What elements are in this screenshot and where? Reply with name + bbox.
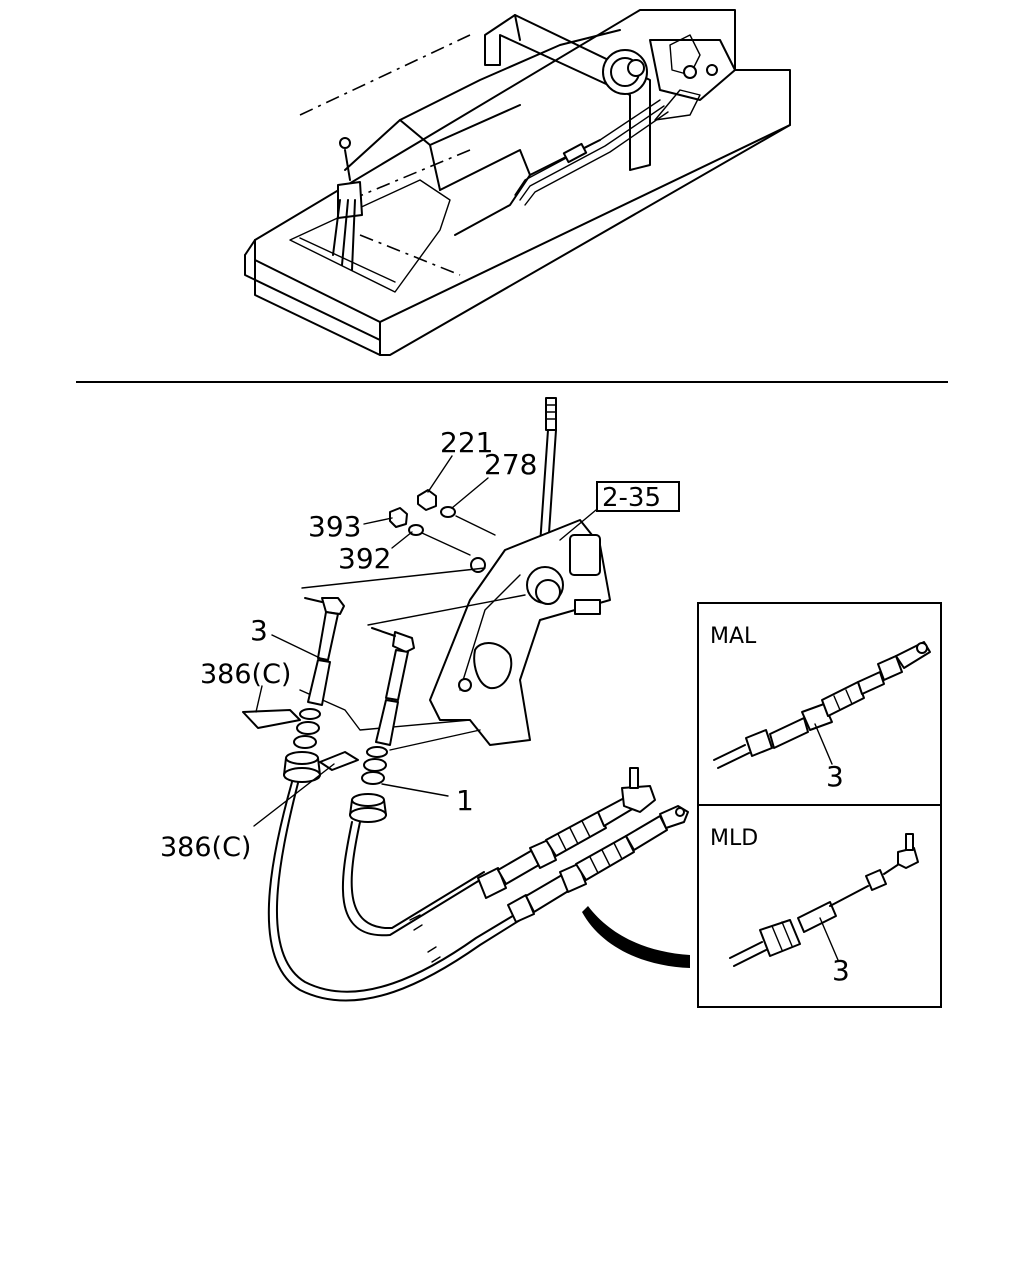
inset-mld-cable: [729, 833, 919, 967]
clip-386-upper-icon: [242, 709, 301, 729]
shift-mechanism: [242, 397, 690, 1002]
ref-box: [596, 481, 680, 512]
variant-inset: MAL 3 MLD: [697, 602, 942, 1008]
nut-393-icon: [389, 507, 408, 528]
callout-3: 3: [250, 614, 268, 647]
inset-mld-label: MLD: [710, 826, 758, 851]
callouts: 221 278 393 392 2-35 3 386(C) 386(C) 1: [160, 426, 680, 863]
ref-label: 2-35: [602, 483, 661, 513]
cable-rod-left: [283, 597, 345, 783]
callout-386-upper: 386(C): [200, 659, 291, 690]
detail-arrow-icon: [582, 906, 690, 968]
callout-1: 1: [456, 784, 474, 817]
inset-mld-callout: 3: [832, 954, 850, 987]
callout-221: 221: [440, 426, 493, 459]
callout-392: 392: [338, 542, 391, 575]
cable-rod-right: [349, 627, 415, 823]
vehicle-overview: [244, 9, 791, 356]
washer-278-icon: [440, 506, 456, 518]
washer-392-icon: [408, 524, 424, 536]
cable-end-upper: [477, 767, 656, 899]
nut-221-icon: [417, 489, 437, 511]
inset-mal-callout: 3: [826, 760, 844, 793]
inset-mal-label: MAL: [710, 624, 757, 649]
clip-386-lower-icon: [319, 751, 359, 771]
cable-end-lower: [507, 805, 689, 923]
inset-mal-cable: [713, 641, 931, 769]
callout-278: 278: [484, 448, 537, 481]
callout-386-lower: 386(C): [160, 832, 251, 863]
callout-393: 393: [308, 510, 361, 543]
